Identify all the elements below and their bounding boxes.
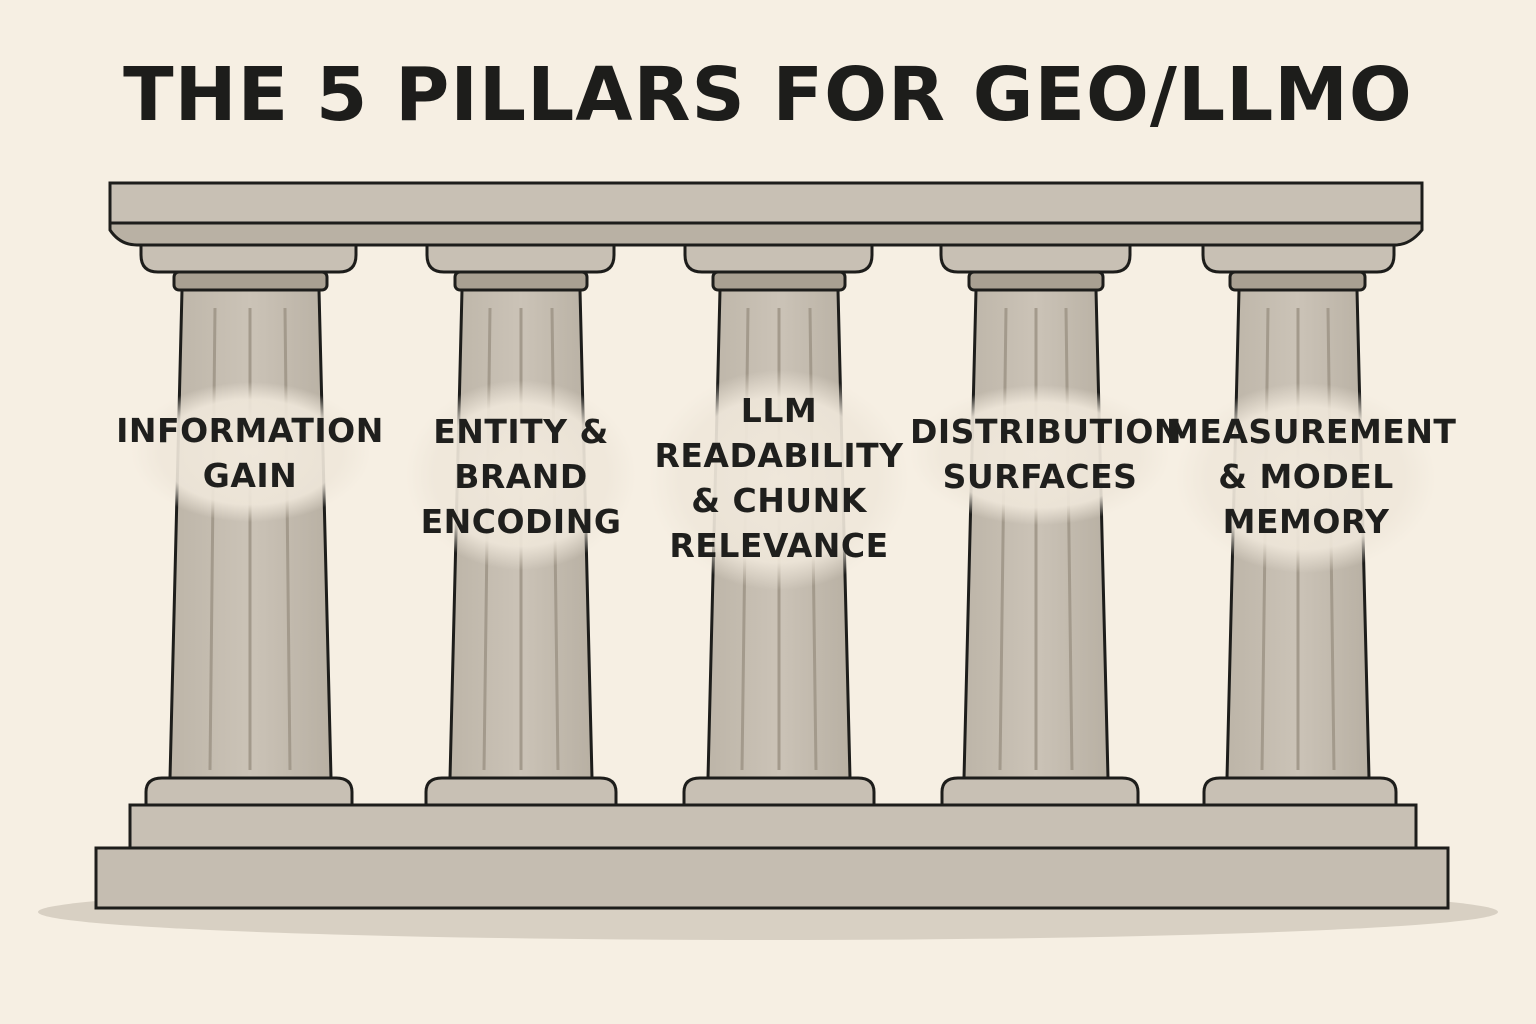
- label-line: GAIN: [202, 456, 298, 495]
- pillar-label-llm-readability: LLM READABILITY & CHUNK RELEVANCE: [644, 388, 914, 568]
- pillar-label-distribution-surfaces: DISTRIBUTION SURFACES: [910, 409, 1183, 499]
- pillar-label-measurement-model-memory: MEASUREMENT & MODEL MEMORY: [1166, 409, 1457, 544]
- pillar-2: [406, 243, 636, 807]
- label-line: ENTITY &: [433, 412, 609, 451]
- label-line: & MODEL: [1218, 457, 1394, 496]
- label-line: READABILITY: [654, 436, 904, 475]
- entablature-top-bar: [108, 181, 1424, 225]
- label-line: RELEVANCE: [669, 526, 889, 565]
- label-line: DISTRIBUTION: [910, 412, 1183, 451]
- diagram-title: THE 5 PILLARS FOR GEO/LLMO: [123, 52, 1413, 138]
- label-line: BRAND: [454, 457, 588, 496]
- label-line: ENCODING: [420, 502, 622, 541]
- label-line: MEASUREMENT: [1166, 412, 1457, 451]
- label-line: MEMORY: [1222, 502, 1390, 541]
- entablature-lower-band: [108, 221, 1424, 247]
- pillar-label-information-gain: INFORMATION GAIN: [100, 408, 400, 498]
- pillar-1: [131, 243, 371, 807]
- label-line: INFORMATION: [116, 411, 384, 450]
- pillar-4: [910, 243, 1170, 807]
- upper-step: [128, 803, 1418, 850]
- label-line: LLM: [740, 391, 818, 430]
- pillar-3: [649, 243, 909, 807]
- lower-step: [94, 846, 1450, 910]
- label-line: & CHUNK: [691, 481, 867, 520]
- pillar-label-entity-brand-encoding: ENTITY & BRAND ENCODING: [396, 409, 646, 544]
- pillar-5: [1176, 243, 1436, 807]
- label-line: SURFACES: [942, 457, 1138, 496]
